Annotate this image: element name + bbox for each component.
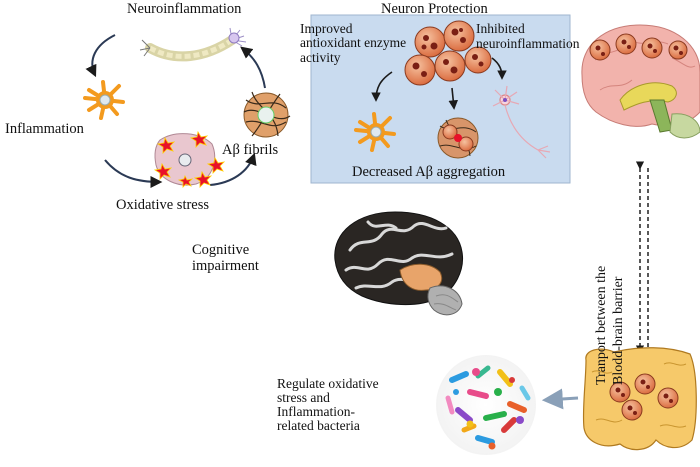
label-improved-line1: Improved xyxy=(300,21,353,36)
label-cognitive-line2: impairment xyxy=(192,258,259,274)
label-transport-bbb: Tranport between the Blodd-brain barrier xyxy=(594,175,628,385)
abeta-fibril-icon xyxy=(243,91,291,138)
label-oxidative-stress: Oxidative stress xyxy=(116,197,210,213)
label-decreased-abeta: Decreased Aβ aggregation xyxy=(352,164,506,180)
neuron-icon xyxy=(139,27,247,62)
label-transport-line2: Blodd-brain barrier xyxy=(611,276,626,385)
label-inhibited-line1: Inhibited xyxy=(476,21,525,36)
microglia-icon xyxy=(83,80,125,120)
brain-impaired-icon xyxy=(334,211,464,316)
nanoparticle-cluster-icon xyxy=(404,20,492,86)
box-arrows xyxy=(371,57,507,110)
label-improved-line2: antioxidant enzyme xyxy=(300,35,407,50)
neuron-box-icon xyxy=(492,85,551,159)
label-neuron-protection: Neuron Protection xyxy=(381,1,488,17)
label-neuroinflammation: Neuroinflammation xyxy=(127,1,242,17)
decreased-abeta-icon xyxy=(437,117,479,159)
label-regulate-line2: stress and xyxy=(277,390,330,405)
label-inhibited-line2: neuroinflammation xyxy=(476,36,580,51)
gut-to-bacteria-arrow-icon xyxy=(541,388,579,410)
label-improved-line3: activity xyxy=(300,50,341,65)
microglia-box-icon xyxy=(354,112,396,152)
transport-arrow-icon xyxy=(635,161,649,354)
label-transport-line1: Tranport between the xyxy=(594,265,609,385)
label-cognitive-line1: Cognitive xyxy=(192,242,250,258)
cycle-arrow-icon xyxy=(85,34,266,188)
label-regulate-line3: Inflammation- xyxy=(277,404,355,419)
label-regulate-line1: Regulate oxidative xyxy=(277,376,379,391)
label-inflammation: Inflammation xyxy=(5,121,84,137)
oxidative-stress-icon xyxy=(153,130,226,188)
label-regulate-line4: related bacteria xyxy=(277,418,360,433)
bacteria-icon xyxy=(436,355,536,455)
intestine-icon xyxy=(582,347,697,451)
brain-icon xyxy=(581,24,700,139)
label-abeta-fibrils: Aβ fibrils xyxy=(222,142,279,158)
